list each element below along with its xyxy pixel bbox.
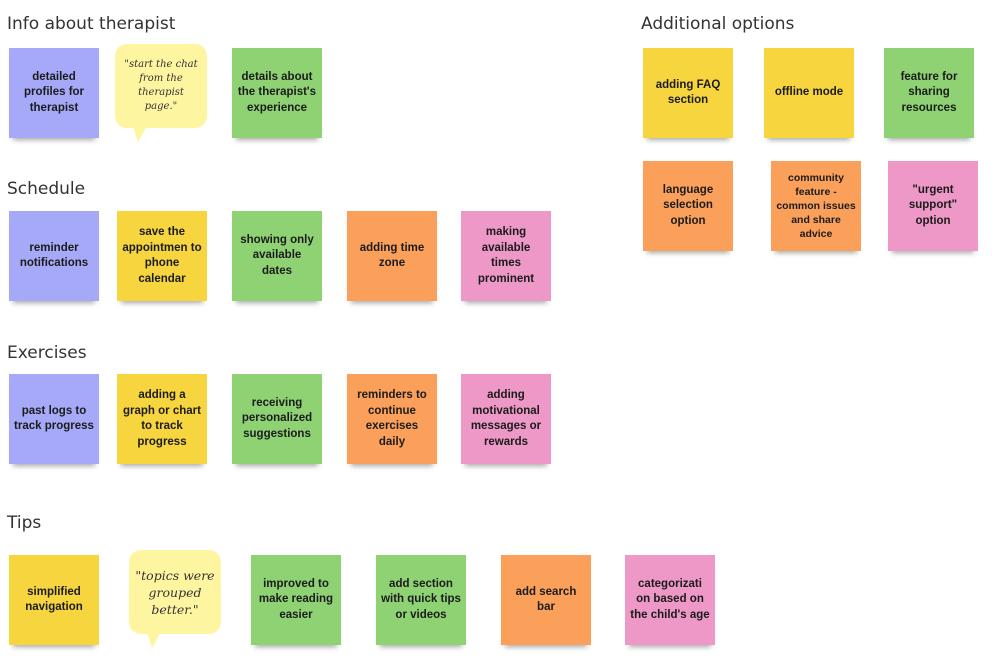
sticky-note-urgent-support[interactable]: "urgent support" option xyxy=(888,161,978,251)
sticky-note-search-bar[interactable]: add search bar xyxy=(501,555,591,645)
section-title-therapist: Info about therapist xyxy=(7,14,176,34)
sticky-note-community-feature[interactable]: community feature - common issues and sh… xyxy=(771,161,861,251)
sticky-note-categorization-age[interactable]: categorizati on based on the child's age xyxy=(625,555,715,645)
sticky-note-time-zone[interactable]: adding time zone xyxy=(347,211,437,301)
sticky-note-available-dates[interactable]: showing only available dates xyxy=(232,211,322,301)
sticky-note-therapist-experience[interactable]: details about the therapist's experience xyxy=(232,48,322,138)
quote-text: "start the chat from the therapist page.… xyxy=(124,59,198,112)
sticky-note-daily-reminders[interactable]: reminders to continue exercises daily xyxy=(347,374,437,464)
sticky-note-language-selection[interactable]: language selection option xyxy=(643,161,733,251)
quote-text: "topics were grouped better." xyxy=(135,567,215,617)
sticky-note-quick-tips-section[interactable]: add section with quick tips or videos xyxy=(376,555,466,645)
sticky-note-simplified-navigation[interactable]: simplified navigation xyxy=(9,555,99,645)
sticky-note-reading-easier[interactable]: improved to make reading easier xyxy=(251,555,341,645)
sticky-note-reminder-notifications[interactable]: reminder notifications xyxy=(9,211,99,301)
sticky-note-detailed-profiles[interactable]: detailed profiles for therapist xyxy=(9,48,99,138)
section-title-schedule: Schedule xyxy=(7,179,86,199)
sticky-note-progress-graph[interactable]: adding a graph or chart to track progres… xyxy=(117,374,207,464)
section-title-additional: Additional options xyxy=(641,14,795,34)
section-title-exercises: Exercises xyxy=(7,343,87,363)
sticky-note-past-logs[interactable]: past logs to track progress xyxy=(9,374,99,464)
sticky-note-faq-section[interactable]: adding FAQ section xyxy=(643,48,733,138)
section-title-tips: Tips xyxy=(7,513,42,533)
sticky-note-personalized-suggestions[interactable]: receiving personalized suggestions xyxy=(232,374,322,464)
bubble-tail xyxy=(147,632,161,648)
quote-bubble-topics-grouped[interactable]: "topics were grouped better." xyxy=(129,550,221,648)
sticky-note-motivational-messages[interactable]: adding motivational messages or rewards xyxy=(461,374,551,464)
sticky-note-sharing-resources[interactable]: feature for sharing resources xyxy=(884,48,974,138)
sticky-note-save-to-calendar[interactable]: save the appointmen to phone calendar xyxy=(117,211,207,301)
bubble-tail xyxy=(133,126,147,142)
sticky-note-times-prominent[interactable]: making available times prominent xyxy=(461,211,551,301)
quote-bubble-start-chat[interactable]: "start the chat from the therapist page.… xyxy=(115,44,207,142)
sticky-note-offline-mode[interactable]: offline mode xyxy=(764,48,854,138)
